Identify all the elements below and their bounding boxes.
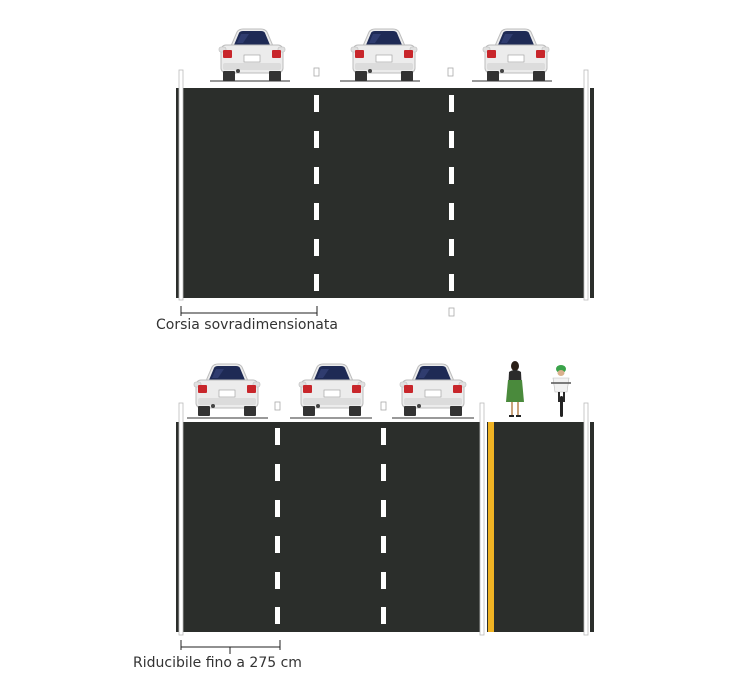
top-diagram — [176, 28, 594, 317]
bottom-car-3 — [399, 363, 467, 417]
bottom-left-post — [178, 402, 184, 636]
bottom-left-edge-line — [176, 422, 180, 632]
top-left-post — [178, 69, 184, 301]
bottom-lane-divider-2 — [381, 428, 386, 624]
top-car-1 — [218, 28, 286, 82]
bottom-road-surface — [183, 422, 480, 632]
bottom-car-1 — [193, 363, 261, 417]
bottom-lane-divider-1 — [275, 428, 280, 624]
top-road-surface — [183, 88, 588, 298]
pedestrian-icon — [506, 361, 524, 417]
bottom-right-edge-line — [590, 422, 594, 632]
bottom-bike-lane-surface — [487, 422, 587, 632]
top-dimension-label: Corsia sovradimensionata — [156, 317, 338, 333]
top-right-edge-line — [590, 88, 594, 298]
bottom-diagram — [176, 361, 594, 654]
top-dimension-bracket — [180, 306, 318, 316]
bottom-car-2 — [298, 363, 366, 417]
bottom-dimension-label: Riducibile fino a 275 cm — [133, 655, 302, 671]
top-right-post — [583, 69, 589, 301]
bottom-dimension-bracket — [180, 640, 281, 654]
bottom-middle-post — [479, 402, 485, 636]
top-car-2 — [350, 28, 418, 82]
top-lane-divider-1 — [314, 95, 319, 291]
bottom-right-post — [583, 402, 589, 636]
top-car-3 — [482, 28, 550, 82]
bike-lane-separator-line — [488, 422, 494, 632]
top-lane-divider-2 — [449, 95, 454, 291]
top-left-edge-line — [176, 88, 180, 298]
cyclist-icon — [551, 365, 571, 417]
